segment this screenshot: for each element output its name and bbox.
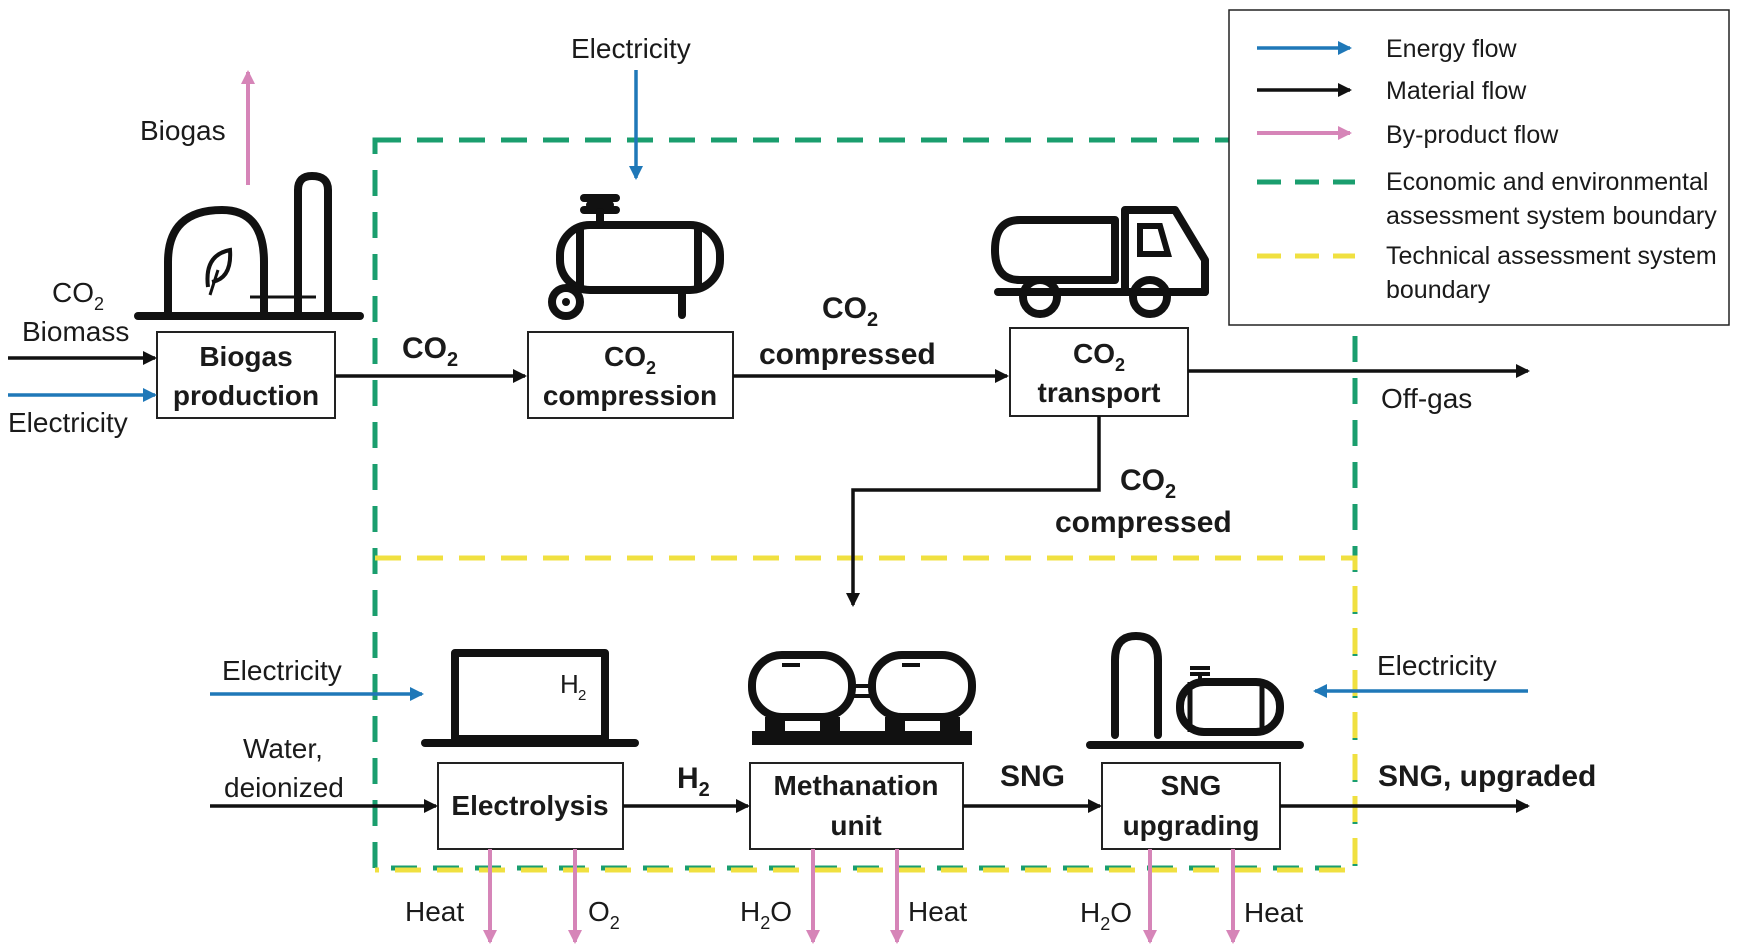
elec-upgrading-label: Electricity [1377,650,1497,681]
legend-econ-label-2: assessment system boundary [1386,202,1717,230]
svg-text:CO2: CO2 [604,341,656,378]
elec-top-label: Electricity [571,33,691,64]
water-label-1: Water, [243,733,323,764]
compression-label: compression [543,380,717,411]
legend-tech-label-2: boundary [1386,276,1491,304]
h2-label: H2 [677,762,710,801]
offgas-label: Off-gas [1381,383,1472,414]
o2-label: O2 [588,896,620,933]
heat-label-1: Heat [405,896,464,927]
co2-compressed-label-1b: compressed [759,338,936,371]
h2o-label-1: H2O [740,896,792,933]
upgrading-label-1: SNG [1161,770,1222,801]
co2-compressed-label-2b: compressed [1055,506,1232,539]
heat-label-2: Heat [908,896,967,927]
co2-in-label: CO2 [52,277,104,314]
technical-boundary [375,555,1358,873]
biomass-in-label: Biomass [22,316,129,347]
methanation-box: Methanation unit [749,762,964,850]
transport-label: transport [1038,377,1161,408]
legend: Energy flow Material flow By-product flo… [1228,9,1730,326]
methanation-reactor-icon [748,651,976,745]
methanation-label-2: unit [830,810,881,841]
co2-compressed-arrow-2 [846,416,1101,607]
compression-sub: 2 [646,358,656,378]
economic-environmental-boundary [372,137,1358,871]
biogas-plant-icon [134,172,364,320]
heat-label-3: Heat [1244,897,1303,928]
biogas-label-2: production [173,380,319,411]
upgrading-label-2: upgrading [1123,810,1260,841]
compressor-icon [548,194,724,320]
co2-compressed-label-2a: CO2 [1120,464,1176,503]
legend-byproduct-label: By-product flow [1386,121,1559,149]
elec-electrolysis-label: Electricity [222,655,342,686]
h2o-label-2: H2O [1080,897,1132,934]
transport-co: CO [1073,338,1115,369]
biogas-production-box: Biogas production [156,331,336,419]
legend-material-label: Material flow [1386,77,1527,105]
elec-biogas-label: Electricity [8,407,128,438]
svg-text:CO2: CO2 [1073,338,1125,375]
legend-tech-label-1: Technical assessment system [1386,242,1717,270]
legend-econ-label-1: Economic and environmental [1386,168,1708,196]
sng-label: SNG [1000,760,1065,793]
compression-co: CO [604,341,646,372]
biogas-label-1: Biogas [199,341,292,372]
legend-energy-label: Energy flow [1386,35,1518,63]
sng-upgrading-box: SNG upgrading [1101,762,1281,850]
co2-transport-box: CO2 transport [1009,327,1189,417]
co2-compressed-label-1a: CO2 [822,292,878,331]
methanation-label-1: Methanation [774,770,939,801]
upgrading-unit-icon [1086,632,1304,749]
water-label-2: deionized [224,772,344,803]
electrolyzer-icon: H 2 [421,649,639,747]
transport-sub: 2 [1115,355,1125,375]
co2-compression-box: CO2 compression [527,331,734,419]
tanker-truck-icon [991,206,1209,318]
sng-upgraded-label: SNG, upgraded [1378,760,1596,793]
biogas-out-label: Biogas [140,115,226,146]
electrolysis-label: Electrolysis [451,790,608,821]
svg-text:2: 2 [578,687,586,704]
co2-label-1: CO2 [402,332,458,371]
electrolysis-box: Electrolysis [437,762,624,850]
svg-text:H: H [560,669,579,699]
